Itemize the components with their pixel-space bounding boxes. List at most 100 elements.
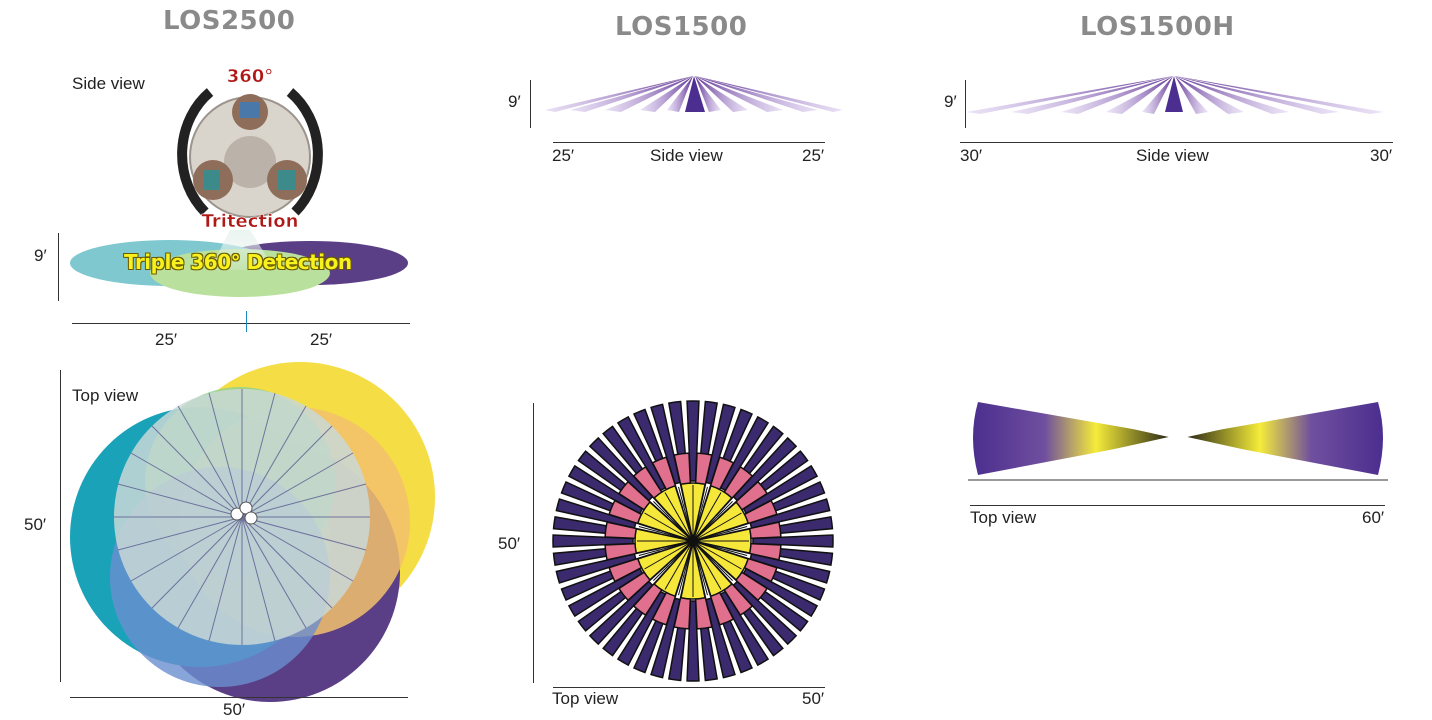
los2500-top-height-bar xyxy=(60,370,61,682)
los1500-side-view-label: Side view xyxy=(650,146,723,165)
badge-brand-text: Tritection xyxy=(202,211,299,232)
inner-beam xyxy=(693,540,750,581)
outer-beam xyxy=(567,567,644,618)
los1500h-right-range: 30′ xyxy=(1370,146,1393,165)
center-spoke xyxy=(692,540,733,581)
center-spoke xyxy=(692,486,708,542)
center-spoke xyxy=(692,540,708,596)
center-spoke xyxy=(692,540,748,556)
center-spoke xyxy=(678,540,694,596)
los1500-top-width-label: 50′ xyxy=(802,689,825,708)
los1500-top-height-bar xyxy=(533,403,534,683)
los1500-top-view xyxy=(552,400,834,682)
outer-beam xyxy=(705,597,736,679)
coverage-beam xyxy=(210,230,275,270)
center-spoke xyxy=(664,540,694,590)
los2500-top-view xyxy=(70,362,435,702)
los1500h-left-range: 30′ xyxy=(960,146,983,165)
los1500h-height-bar xyxy=(965,80,966,128)
center-spoke xyxy=(653,540,694,581)
los1500-side-beams xyxy=(545,76,843,112)
sensor-lens-top-window xyxy=(240,102,260,118)
outer-beam xyxy=(567,464,644,515)
sensor-dot-1 xyxy=(230,507,244,521)
center-spoke xyxy=(692,540,742,570)
center-spoke xyxy=(692,526,748,542)
outer-beam xyxy=(588,436,654,502)
tritection-badge: 360° Tritection xyxy=(177,66,323,232)
los1500h-top-view xyxy=(968,397,1388,481)
los1500h-sensor-dot xyxy=(1174,433,1182,441)
los1500-center-beam xyxy=(685,76,705,112)
los1500h-right-zone xyxy=(1178,402,1383,475)
los2500-center-tick xyxy=(246,311,247,332)
outer-beam xyxy=(732,580,798,646)
center-spoke xyxy=(678,486,694,542)
outer-beam xyxy=(732,436,798,502)
los1500h-height-label: 9′ xyxy=(944,92,957,111)
los2500-top-height-label: 50′ xyxy=(24,515,47,534)
outer-beam xyxy=(616,590,667,667)
center-spoke xyxy=(692,540,722,590)
inner-beam xyxy=(693,501,750,542)
los1500-top-width-axis xyxy=(553,687,825,688)
los1500h-center-beam xyxy=(1165,76,1183,112)
center-spoke xyxy=(664,492,694,542)
sensor-lens-left-window xyxy=(204,170,220,190)
los2500-top-width-label: 50′ xyxy=(223,700,246,719)
los1500h-side-axis xyxy=(960,142,1393,143)
los1500-right-fan xyxy=(695,76,843,112)
coverage-green-ellipse xyxy=(150,249,330,297)
model-title-los2500: LOS2500 xyxy=(163,6,296,36)
inner-beam xyxy=(653,541,694,598)
center-spoke xyxy=(644,512,694,542)
los1500h-side-view-label: Side view xyxy=(1136,146,1209,165)
los2500-height-bar xyxy=(58,233,59,301)
los2500-top-width-axis xyxy=(70,697,408,698)
triple-detection-banner: Triple 360° Detection xyxy=(124,250,352,274)
los1500h-left-zone xyxy=(973,402,1178,475)
sensor-lens-right-window xyxy=(278,170,296,190)
los1500-side-axis xyxy=(553,142,825,143)
center-spoke xyxy=(644,540,694,570)
center-spoke xyxy=(653,501,694,542)
sensor-hub xyxy=(224,136,276,188)
outer-beam xyxy=(650,597,681,679)
outer-beam xyxy=(588,580,654,646)
outer-beam xyxy=(742,567,819,618)
inner-beam xyxy=(692,541,733,598)
model-title-los1500h: LOS1500H xyxy=(1080,12,1235,42)
outer-beam xyxy=(749,553,831,584)
outer-beam xyxy=(705,403,736,485)
los2500-range-axis xyxy=(72,323,410,324)
coverage-spokes xyxy=(114,389,370,645)
los2500-right-range: 25′ xyxy=(310,330,333,349)
los2500-top-view-label: Top view xyxy=(72,386,139,405)
center-spoke xyxy=(692,512,742,542)
los1500-top-view-label: Top view xyxy=(552,689,619,708)
badge-right-arc xyxy=(286,88,323,216)
badge-top-text: 360° xyxy=(227,66,274,87)
los2500-height-label: 9′ xyxy=(34,246,47,265)
los2500-left-range: 25′ xyxy=(155,330,178,349)
los1500-right-range: 25′ xyxy=(802,146,825,165)
center-spoke xyxy=(692,501,733,542)
los1500h-top-view-label: Top view xyxy=(970,508,1037,527)
los2500-side-view-label: Side view xyxy=(72,74,145,93)
outer-beam xyxy=(719,590,770,667)
outer-beam xyxy=(650,403,681,485)
inner-beam xyxy=(692,484,733,541)
outer-beam xyxy=(742,464,819,515)
los1500h-top-width-label: 60′ xyxy=(1362,508,1385,527)
inner-beam xyxy=(636,540,693,581)
los1500h-top-width-axis xyxy=(970,505,1385,506)
outer-beam xyxy=(555,498,637,529)
outer-beam xyxy=(749,498,831,529)
los1500-height-label: 9′ xyxy=(508,92,521,111)
los1500h-right-fan xyxy=(1175,76,1384,114)
outer-beam xyxy=(616,415,667,492)
inner-beam xyxy=(636,501,693,542)
sensor-dot-3 xyxy=(244,511,258,525)
los1500-left-fan xyxy=(545,76,693,112)
los2500-side-coverage xyxy=(70,230,408,297)
